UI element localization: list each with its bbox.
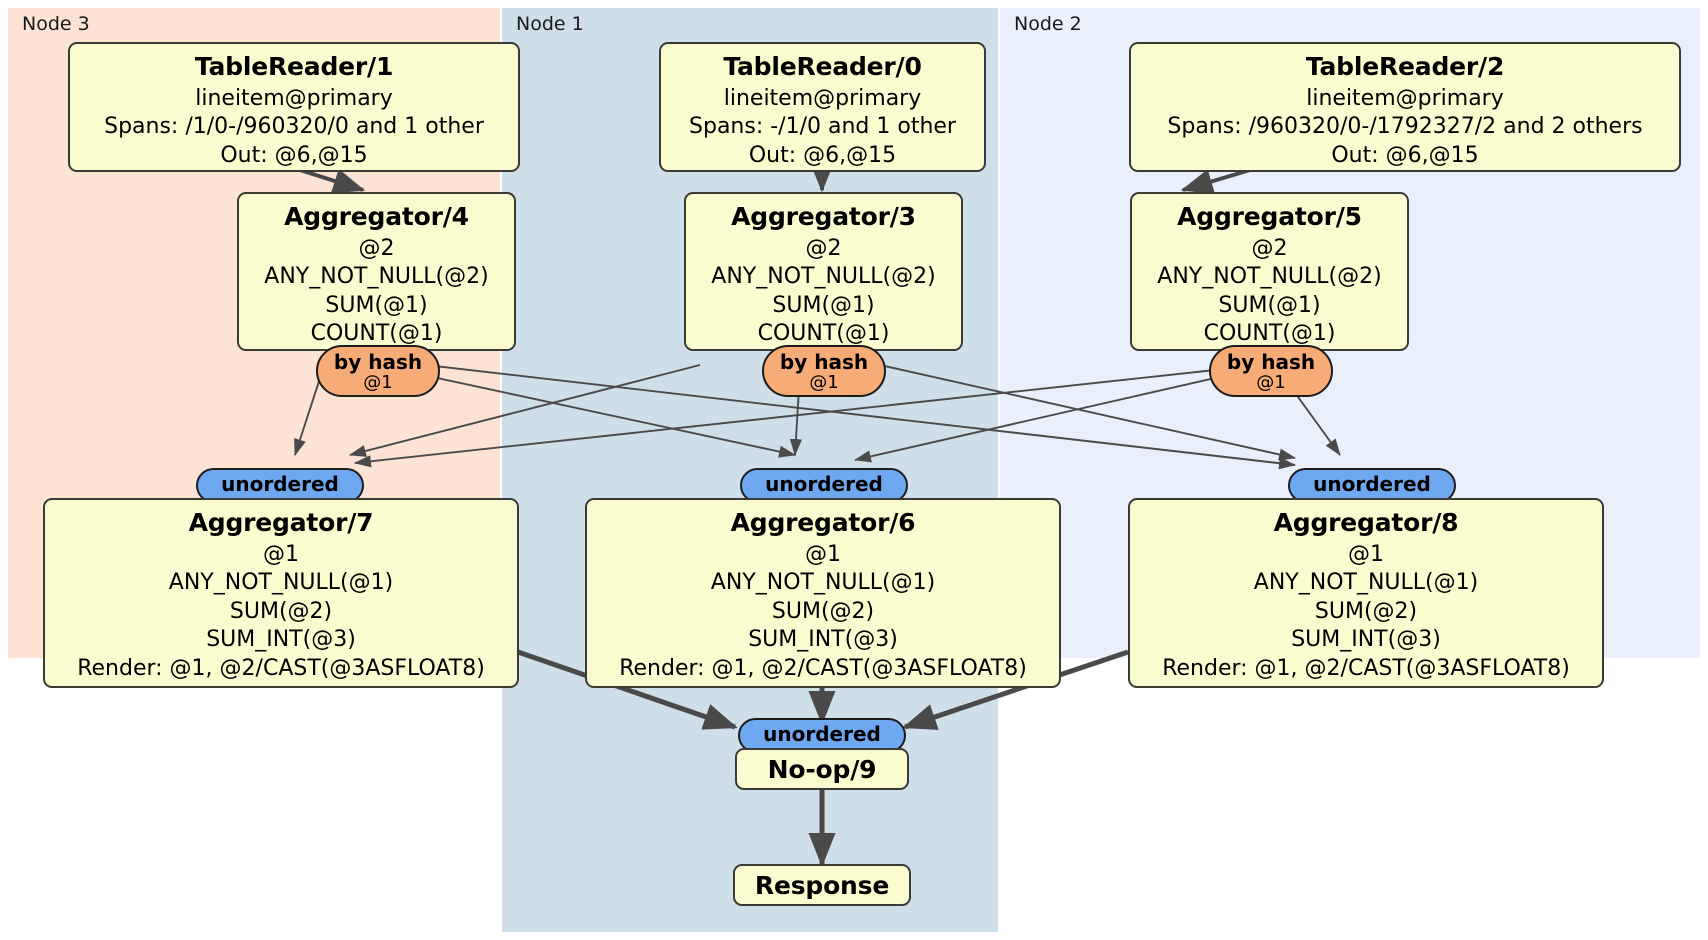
box-line: ANY_NOT_NULL(@2) <box>264 264 489 290</box>
box-title: TableReader/0 <box>723 52 922 81</box>
panel-label-node-3: Node 3 <box>22 13 90 35</box>
box-line: @1 <box>1348 541 1384 567</box>
box-line: SUM_INT(@3) <box>1291 627 1441 653</box>
panel-label-node-2: Node 2 <box>1014 13 1082 35</box>
box-title: Aggregator/7 <box>188 508 374 537</box>
box-line: Out: @6,@15 <box>220 142 368 168</box>
box-line: Spans: /960320/0-/1792327/2 and 2 others <box>1167 114 1643 140</box>
box-title: Aggregator/6 <box>730 508 916 537</box>
box-aggregator-6[interactable]: Aggregator/6 @1 ANY_NOT_NULL(@1) SUM(@2)… <box>585 498 1061 688</box>
box-title: Aggregator/8 <box>1273 508 1459 537</box>
box-line: ANY_NOT_NULL(@2) <box>711 264 936 290</box>
box-line: SUM(@2) <box>229 598 333 624</box>
box-line: ANY_NOT_NULL(@1) <box>710 570 936 596</box>
box-line: Spans: /1/0-/960320/0 and 1 other <box>104 114 484 140</box>
box-line: SUM(@2) <box>771 598 875 624</box>
box-title: Response <box>754 871 890 900</box>
box-title: Aggregator/4 <box>284 202 469 231</box>
box-line: lineitem@primary <box>195 85 393 111</box>
synchronizer-label: unordered <box>763 722 881 746</box>
box-line: SUM(@1) <box>772 292 875 318</box>
box-line: SUM_INT(@3) <box>206 627 356 653</box>
box-title: TableReader/1 <box>194 52 394 81</box>
box-line: SUM(@1) <box>1218 292 1321 318</box>
box-title: No-op/9 <box>767 755 877 784</box>
box-title: Aggregator/3 <box>731 202 916 231</box>
box-response[interactable]: Response <box>733 864 911 906</box>
panel-label-node-1: Node 1 <box>516 13 584 35</box>
synchronizer-unordered-noop[interactable]: unordered <box>738 718 906 753</box>
router-sublabel: @1 <box>363 372 393 394</box>
router-sublabel: @1 <box>1256 372 1286 394</box>
box-aggregator-3[interactable]: Aggregator/3 @2 ANY_NOT_NULL(@2) SUM(@1)… <box>684 192 963 351</box>
box-line: @2 <box>805 235 842 261</box>
box-line: lineitem@primary <box>723 85 922 111</box>
box-aggregator-5[interactable]: Aggregator/5 @2 ANY_NOT_NULL(@2) SUM(@1)… <box>1130 192 1409 351</box>
box-line: SUM(@2) <box>1314 598 1418 624</box>
box-line: Spans: -/1/0 and 1 other <box>689 114 956 140</box>
box-tablereader-0[interactable]: TableReader/0 lineitem@primary Spans: -/… <box>659 42 986 172</box>
box-tablereader-2[interactable]: TableReader/2 lineitem@primary Spans: /9… <box>1129 42 1681 172</box>
box-line: ANY_NOT_NULL(@2) <box>1157 264 1382 290</box>
router-label: by hash <box>333 350 423 374</box>
router-by-hash-aggregator-3[interactable]: by hash @1 <box>762 345 886 397</box>
router-by-hash-aggregator-4[interactable]: by hash @1 <box>316 345 440 397</box>
box-line: lineitem@primary <box>1306 85 1504 111</box>
box-line: COUNT(@1) <box>310 321 443 347</box>
box-line: Render: @1, @2/CAST(@3ASFLOAT8) <box>1162 655 1570 681</box>
router-label: by hash <box>1226 350 1316 374</box>
router-label: by hash <box>779 350 869 374</box>
box-tablereader-1[interactable]: TableReader/1 lineitem@primary Spans: /1… <box>68 42 520 172</box>
box-line: @1 <box>263 541 299 567</box>
box-line: Out: @6,@15 <box>748 142 897 168</box>
box-line: @1 <box>805 541 841 567</box>
box-line: SUM(@1) <box>325 292 428 318</box>
synchronizer-label: unordered <box>221 472 339 496</box>
box-aggregator-8[interactable]: Aggregator/8 @1 ANY_NOT_NULL(@1) SUM(@2)… <box>1128 498 1604 688</box>
box-title: TableReader/2 <box>1305 52 1505 81</box>
box-line: Out: @6,@15 <box>1331 142 1479 168</box>
box-line: ANY_NOT_NULL(@1) <box>168 570 394 596</box>
box-line: Render: @1, @2/CAST(@3ASFLOAT8) <box>77 655 485 681</box>
router-by-hash-aggregator-5[interactable]: by hash @1 <box>1209 345 1333 397</box>
synchronizer-label: unordered <box>1313 472 1431 496</box>
synchronizer-unordered-aggregator-6[interactable]: unordered <box>740 468 908 503</box>
router-sublabel: @1 <box>809 372 839 394</box>
box-line: ANY_NOT_NULL(@1) <box>1253 570 1479 596</box>
box-line: SUM_INT(@3) <box>748 627 898 653</box>
box-line: Render: @1, @2/CAST(@3ASFLOAT8) <box>619 655 1027 681</box>
box-aggregator-7[interactable]: Aggregator/7 @1 ANY_NOT_NULL(@1) SUM(@2)… <box>43 498 519 688</box>
box-line: @2 <box>1251 235 1288 261</box>
box-title: Aggregator/5 <box>1177 202 1362 231</box>
box-line: COUNT(@1) <box>1203 321 1336 347</box>
box-line: @2 <box>358 235 395 261</box>
synchronizer-unordered-aggregator-8[interactable]: unordered <box>1288 468 1456 503</box>
box-noop-9[interactable]: No-op/9 <box>735 748 909 790</box>
box-aggregator-4[interactable]: Aggregator/4 @2 ANY_NOT_NULL(@2) SUM(@1)… <box>237 192 516 351</box>
box-line: COUNT(@1) <box>757 321 890 347</box>
synchronizer-label: unordered <box>765 472 883 496</box>
